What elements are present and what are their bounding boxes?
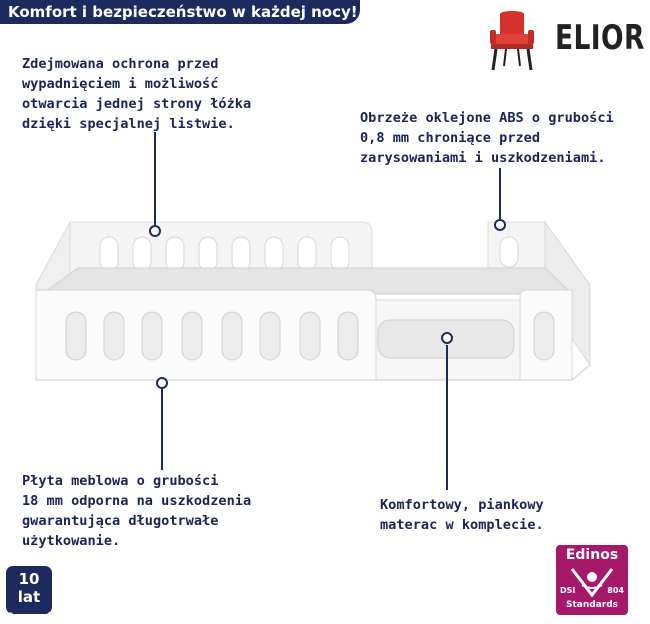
certificate-code-left: DSI xyxy=(560,586,576,595)
certificate-title: Edinos xyxy=(565,547,619,563)
certificate-code-right: 804 xyxy=(607,586,624,595)
warranty-years: 10 lat xyxy=(17,570,41,606)
header-banner: Komfort i bezpieczeństwo w każdej nocy! xyxy=(0,0,360,24)
chair-icon xyxy=(490,11,534,71)
header-title: Komfort i bezpieczeństwo w każdej nocy! xyxy=(8,3,358,21)
certificate-badge: Edinos DSI 804 Standards xyxy=(556,545,628,615)
warranty-badge: 10 lat Gwarancji xyxy=(6,566,54,622)
warranty-label: Gwarancji xyxy=(6,612,54,622)
brand-name: ELIOR xyxy=(555,18,645,58)
callout-removable-guard: Zdejmowana ochrona przed wypadnięciem i … xyxy=(22,56,252,132)
callout-abs-edge: Obrzeże oklejone ABS o grubości 0,8 mm c… xyxy=(360,110,614,166)
certificate-subtitle: Standards xyxy=(565,600,619,610)
callout-mattress: Komfortowy, piankowy materac w komplecie… xyxy=(380,497,544,533)
callout-board-thickness: Płyta meblowa o grubości 18 mm odporna n… xyxy=(22,473,252,549)
certificate-checkmark-icon xyxy=(570,568,614,598)
